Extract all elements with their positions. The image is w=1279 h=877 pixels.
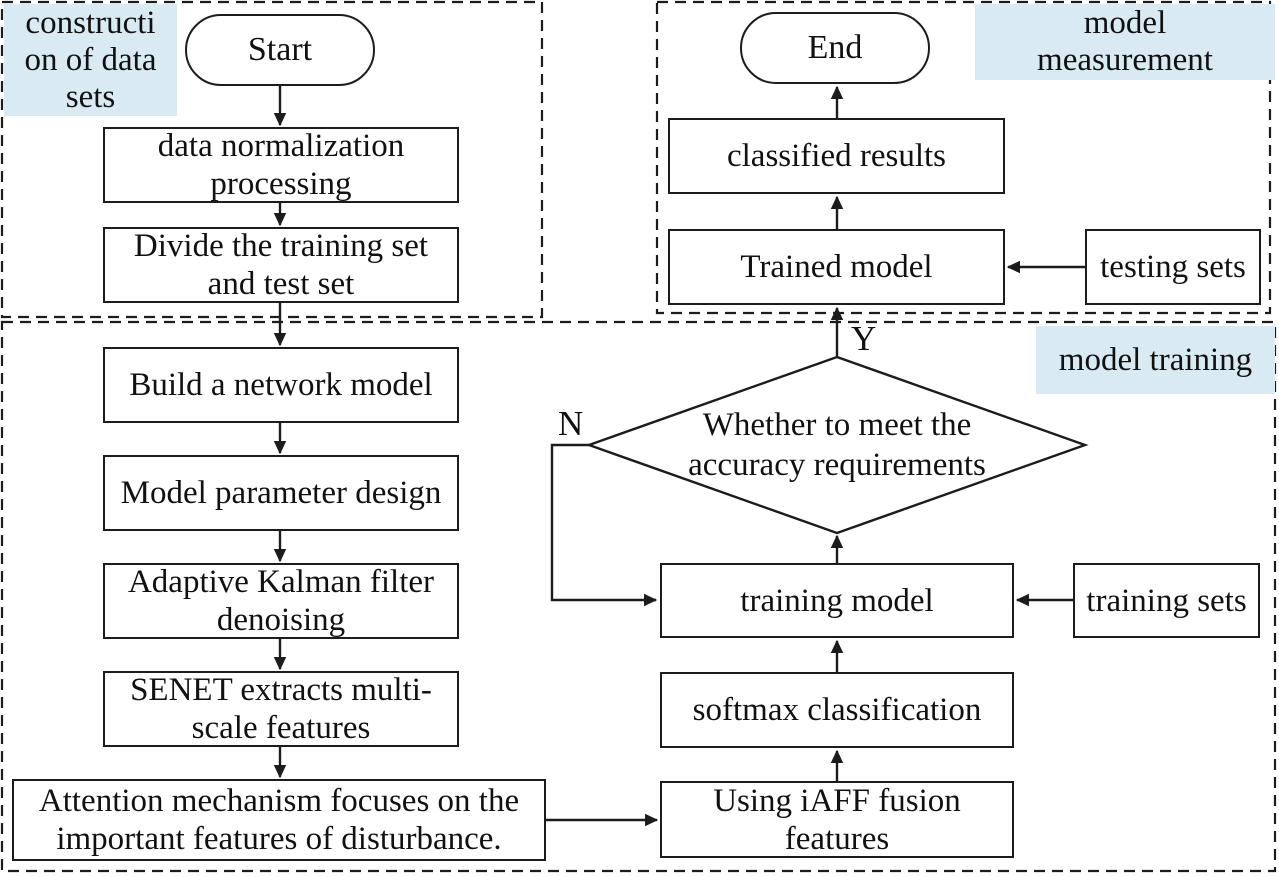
node-divide-sets-line2: and test set [207,266,355,302]
section-label-measurement-line1: model [1083,5,1167,41]
node-attention-mechanism: Attention mechanism focuses on the impor… [12,779,546,861]
node-training-model: training model [660,563,1014,638]
section-label-training-text: model training [1058,341,1253,378]
node-softmax-classification: softmax classification [660,672,1014,748]
node-classified-results-label: classified results [726,138,947,174]
node-decision-line2: accuracy requirements [688,447,986,483]
node-model-parameter-design-label: Model parameter design [120,475,442,511]
edge-label-yes: Y [851,319,877,358]
node-senet-features-line1: SENET extracts multi- [130,672,432,708]
node-build-network-model-label: Build a network model [129,367,433,403]
node-training-sets: training sets [1073,563,1260,638]
node-kalman-denoising-line2: denoising [216,602,346,638]
node-start: Start [185,14,375,86]
node-trained-model: Trained model [668,229,1005,305]
section-border-construction [0,0,544,319]
node-divide-sets: Divide the training set and test set [103,227,459,303]
section-label-training: model training [1036,326,1275,394]
node-model-parameter-design: Model parameter design [103,455,459,531]
node-kalman-denoising-line1: Adaptive Kalman filter [127,564,435,600]
node-trained-model-label: Trained model [740,249,933,285]
node-testing-sets: testing sets [1085,229,1261,305]
node-training-sets-label: training sets [1086,582,1247,619]
node-data-normalization-line2: processing [210,166,352,202]
node-iaff-fusion: Using iAFF fusion features [660,781,1014,858]
section-label-construction: constructi on of data sets [4,4,177,116]
section-label-measurement: model measurement [975,4,1275,80]
node-iaff-fusion-line2: features [784,820,890,857]
section-label-construction-line3: sets [65,78,116,115]
node-decision-line1: Whether to meet the [702,407,972,443]
node-testing-sets-label: testing sets [1100,249,1246,285]
node-decision-text: Whether to meet the accuracy requirement… [637,403,1037,487]
node-kalman-denoising: Adaptive Kalman filter denoising [103,563,459,639]
section-label-measurement-line2: measurement [1037,42,1213,78]
node-attention-mechanism-line1: Attention mechanism focuses on the [38,783,520,819]
node-end-label: End [807,29,863,66]
node-senet-features: SENET extracts multi- scale features [103,671,459,747]
arrow-decision-no-loop [550,443,658,607]
node-data-normalization-line1: data normalization [157,128,405,164]
node-start-label: Start [247,31,313,68]
node-build-network-model: Build a network model [103,347,459,423]
node-iaff-fusion-line1: Using iAFF fusion [713,782,961,819]
node-softmax-classification-label: softmax classification [692,692,982,728]
node-training-model-label: training model [740,582,934,619]
node-senet-features-line2: scale features [191,710,371,746]
section-border-training [0,320,1277,873]
node-attention-mechanism-line2: important features of disturbance. [56,821,502,857]
node-data-normalization: data normalization processing [103,127,459,203]
section-label-construction-line2: on of data [24,41,157,78]
node-divide-sets-line1: Divide the training set [133,228,429,264]
node-classified-results: classified results [668,118,1005,194]
decision-diamond-shape [585,355,1089,535]
edge-label-no: N [558,404,584,443]
section-label-construction-line1: constructi [25,4,156,41]
node-end: End [740,12,930,84]
section-border-measurement [655,0,1272,315]
